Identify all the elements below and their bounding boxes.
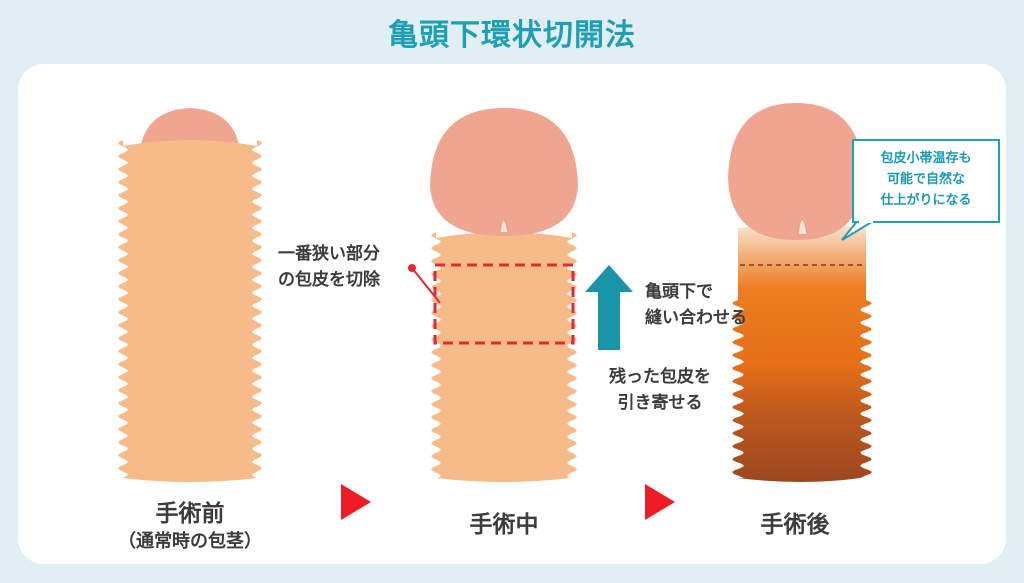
stage-label-during: 手術中 <box>469 512 539 538</box>
stage-after-illustration <box>728 103 879 482</box>
stage-label-after: 手術後 <box>760 512 830 538</box>
cut-annotation: 一番狭い部分 の包皮を切除 <box>278 241 380 293</box>
pull-annotation-line-1: 残った包皮を <box>609 367 711 387</box>
glans-during <box>430 108 578 236</box>
callout-line-3: 仕上がりになる <box>880 193 972 208</box>
stage-label-before: 手術前 <box>155 501 225 527</box>
pull-annotation: 残った包皮を 引き寄せる <box>590 364 730 416</box>
stage-during-illustration <box>408 108 578 482</box>
callout-line-1: 包皮小帯温存も <box>880 151 972 166</box>
cut-pointer-line <box>411 267 441 304</box>
shaft-during <box>431 232 577 482</box>
stage-arrow-1 <box>341 484 371 520</box>
foreskin-shaft-before <box>118 140 262 482</box>
callout-line-2: 可能で自然な <box>886 172 965 187</box>
frenulum-during <box>499 219 509 233</box>
stage-arrow-2 <box>645 484 675 520</box>
stage-before-illustration <box>118 108 262 482</box>
glans-after <box>728 103 864 240</box>
suture-annotation-line-1: 亀頭下で <box>645 282 713 302</box>
pull-up-arrow <box>585 265 633 350</box>
shaft-after <box>732 224 872 482</box>
page-title: 亀頭下環状切開法 <box>388 18 636 53</box>
stage-sublabel-before: （通常時の包茎） <box>118 531 262 552</box>
callout-box: 包皮小帯温存も 可能で自然な 仕上がりになる <box>852 139 1000 223</box>
cut-annotation-line-2: の包皮を切除 <box>278 270 380 290</box>
frenulum-after <box>797 219 808 235</box>
pull-annotation-line-2: 引き寄せる <box>617 393 703 413</box>
cut-annotation-line-1: 一番狭い部分 <box>278 244 380 264</box>
cut-pointer-dot <box>408 264 416 272</box>
glans-tip-before <box>140 108 240 150</box>
suture-annotation-line-2: 縫い合わせる <box>645 308 747 328</box>
cut-region-box <box>433 263 575 345</box>
suture-annotation: 亀頭下で 縫い合わせる <box>645 279 747 331</box>
callout-tail-joint <box>859 219 873 223</box>
